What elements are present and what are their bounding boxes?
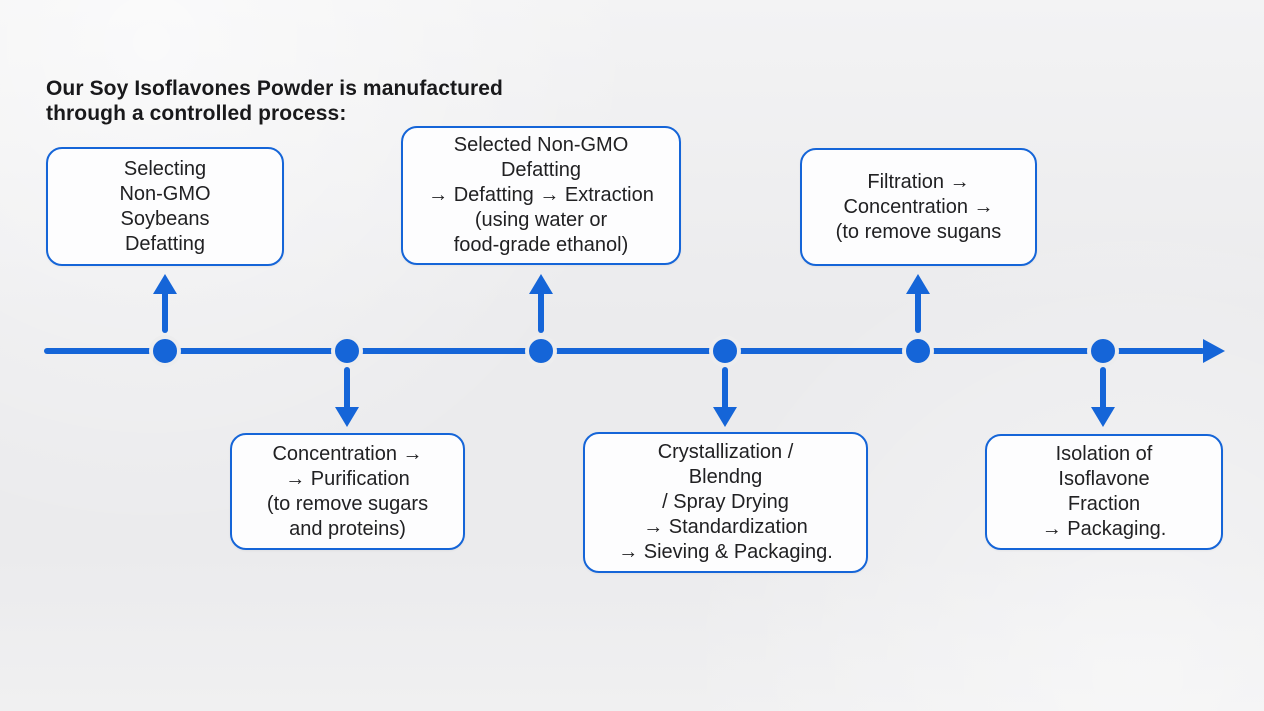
timeline-node-dot-1 [149,335,181,367]
step-text: Selecting Non-GMO Soybeans Defatting [119,157,211,255]
step-box-2: Concentration → → Purification (to remov… [230,433,465,550]
step-text: Isolation of Isoflavone Fraction → Packa… [1041,443,1167,540]
arrow-shaft [722,367,728,410]
step-box-3: Selected Non-GMO Defatting → Defatting →… [401,126,681,265]
arrow-head [906,274,930,294]
arrow-shaft [538,291,544,333]
up-arrow-icon [529,274,553,333]
timeline-arrowhead-icon [1203,339,1225,363]
down-arrow-icon [1091,367,1115,427]
arrow-shaft [162,291,168,333]
arrow-head [713,407,737,427]
step-box-4: Crystallization / Blendng / Spray Drying… [583,432,868,573]
up-arrow-icon [906,274,930,333]
down-arrow-icon [335,367,359,427]
down-arrow-icon [713,367,737,427]
up-arrow-icon [153,274,177,333]
page-title: Our Soy Isoflavones Powder is manufactur… [46,77,503,125]
step-text: Filtration → Concentration → (to remove … [835,170,1002,243]
step-text: Crystallization / Blendng / Spray Drying… [618,441,833,563]
timeline-node-dot-2 [331,335,363,367]
timeline-node-dot-5 [902,335,934,367]
timeline-node-dot-3 [525,335,557,367]
timeline-node-dot-6 [1087,335,1119,367]
arrow-head [335,407,359,427]
timeline-node-dot-4 [709,335,741,367]
step-text: Concentration → → Purification (to remov… [266,442,429,540]
timeline-axis [44,348,1205,354]
step-box-6: Isolation of Isoflavone Fraction → Packa… [985,434,1223,550]
step-box-5: Filtration → Concentration → (to remove … [800,148,1037,266]
step-box-1: Selecting Non-GMO Soybeans Defatting [46,147,284,266]
arrow-head [529,274,553,294]
arrow-shaft [1100,367,1106,410]
step-text: Selected Non-GMO Defatting → Defatting →… [428,134,654,256]
arrow-shaft [915,291,921,333]
arrow-shaft [344,367,350,410]
arrow-head [1091,407,1115,427]
arrow-head [153,274,177,294]
